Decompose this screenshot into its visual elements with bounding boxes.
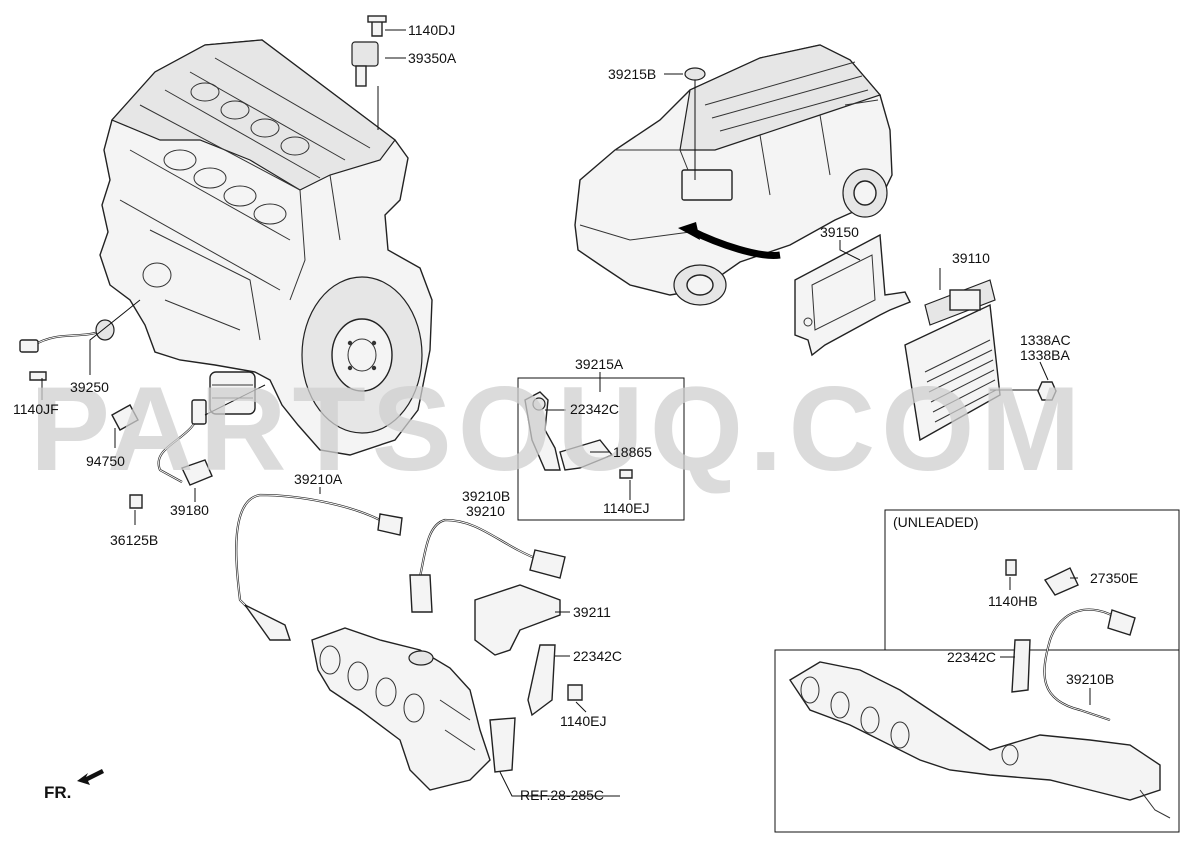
label-22342C: 22342C <box>570 401 619 417</box>
engine-assembly <box>99 39 433 456</box>
label-39150: 39150 <box>820 224 859 240</box>
label-1140JF: 1140JF <box>13 401 59 417</box>
o2-sensor-39210 <box>409 518 566 613</box>
label-1140EJ-lower: 1140EJ <box>560 713 606 729</box>
o2-sensor-39210A <box>235 493 403 641</box>
exhaust-manifold <box>311 627 516 791</box>
label-39210: 39210 <box>466 503 505 519</box>
label-39210B-inset: 39210B <box>1066 671 1114 687</box>
unleaded-inset-outline <box>774 649 1180 833</box>
label-39350A: 39350A <box>408 50 457 66</box>
bracket-39215A-parts <box>524 391 633 479</box>
label-36125B: 36125B <box>110 532 158 548</box>
label-39211: 39211 <box>573 604 611 620</box>
front-label: FR. <box>44 783 71 802</box>
label-1140DJ: 1140DJ <box>408 22 455 38</box>
label-39110: 39110 <box>952 250 990 266</box>
label-39250: 39250 <box>70 379 109 395</box>
label-39210A: 39210A <box>294 471 343 487</box>
part-labels: 1140DJ 39350A 39215B 39150 39110 1338AC … <box>13 22 1138 803</box>
watermark: PARTSOUQ.COM <box>30 362 1086 496</box>
label-unleaded: (UNLEADED) <box>893 514 979 530</box>
label-39180: 39180 <box>170 502 209 518</box>
label-reference: REF.28-285C <box>520 787 604 803</box>
label-39215B: 39215B <box>608 66 656 82</box>
oil-pressure-switch-94750 <box>111 404 139 431</box>
label-22342C-lower: 22342C <box>573 648 622 664</box>
leader-lines <box>41 29 1091 797</box>
inset-parts <box>789 559 1171 819</box>
bracket-39211 <box>474 584 583 717</box>
label-39215A: 39215A <box>575 356 624 372</box>
ecu-bracket-39150 <box>794 233 911 357</box>
cam-sensor-39180 <box>129 399 213 509</box>
label-1140HB: 1140HB <box>988 593 1038 609</box>
ecu-39110 <box>904 279 1057 442</box>
label-18865: 18865 <box>613 444 652 460</box>
label-1338BA: 1338BA <box>1020 347 1070 363</box>
label-94750: 94750 <box>86 453 125 469</box>
front-indicator: FR. <box>44 769 104 802</box>
label-1140EJ: 1140EJ <box>603 500 649 516</box>
bracket-group-box <box>517 377 685 521</box>
label-22342C-inset: 22342C <box>947 649 996 665</box>
sensor-39350A <box>351 15 387 87</box>
front-arrow-icon <box>77 769 104 785</box>
label-1338AC: 1338AC <box>1020 332 1071 348</box>
unleaded-inset-box <box>884 509 1180 651</box>
label-27350E: 27350E <box>1090 570 1138 586</box>
label-39210B: 39210B <box>462 488 510 504</box>
